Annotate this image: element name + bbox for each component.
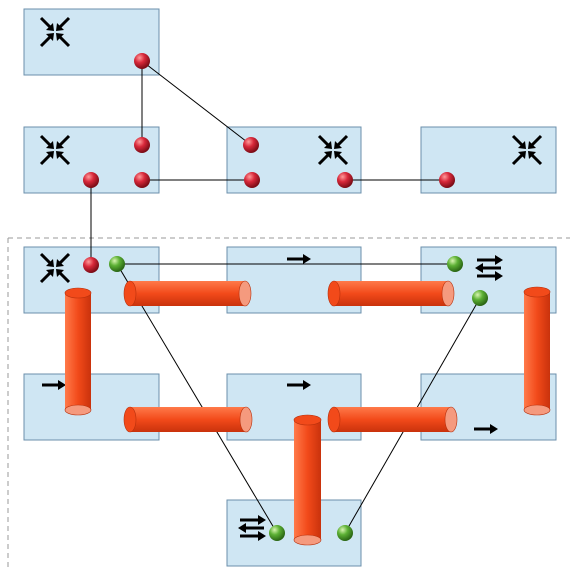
link-line [116,263,278,534]
red-node [83,172,99,188]
tube-h [327,280,455,307]
tube-v [293,414,322,546]
bidirectional-arrows-icon [236,513,268,543]
green-node [269,525,285,541]
tube-h [123,406,253,433]
green-node [447,256,463,272]
tube-v [64,287,92,416]
red-node [134,53,150,69]
green-nodes [109,256,488,541]
vertical-tubes [64,286,551,546]
boxes [23,8,557,567]
red-node [134,137,150,153]
red-node [134,172,150,188]
link-line [141,60,252,146]
tube-h [123,280,252,307]
green-node [337,525,353,541]
green-node [472,290,488,306]
red-node [244,172,260,188]
red-node [337,172,353,188]
red-nodes [83,53,455,273]
tube-v [523,286,551,416]
red-node [439,172,455,188]
horizontal-tubes [123,280,458,433]
bidirectional-arrows-icon [473,253,505,283]
tube-h [327,406,458,433]
red-node [83,257,99,273]
divider-line [7,237,570,568]
red-node [243,137,259,153]
green-node [109,256,125,272]
